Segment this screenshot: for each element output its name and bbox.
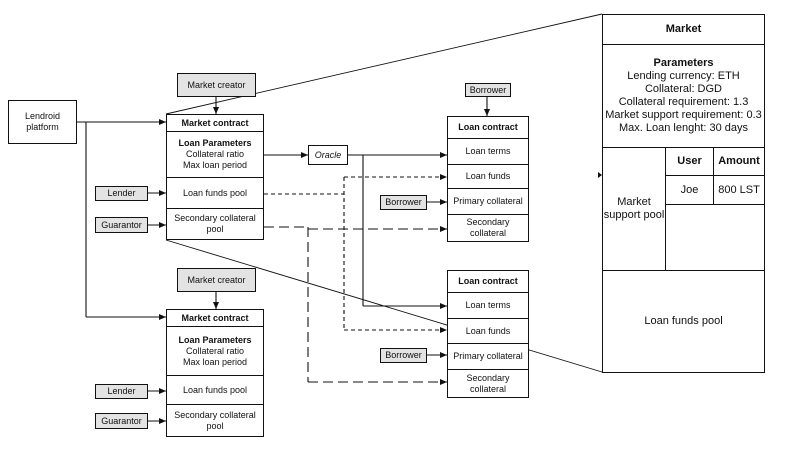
lender-node: Lender bbox=[95, 186, 148, 201]
max-loan-period-label-2: Max loan period bbox=[182, 356, 248, 367]
secondary-collateral-pool-label-2: Secondary collateral pool bbox=[174, 409, 256, 431]
primary-collateral-label-2: Primary collateral bbox=[453, 351, 523, 361]
max-loan-period-label: Max loan period bbox=[182, 160, 248, 170]
market-creator-label-2: Market creator bbox=[187, 274, 246, 285]
oracle-label: Oracle bbox=[314, 149, 342, 160]
loan-funds-pool-label-2: Loan funds pool bbox=[182, 384, 248, 395]
param-max-loan-length: Max. Loan lenght: 30 days bbox=[618, 122, 749, 134]
market-parameters-section: Parameters Lending currency: ETH Collate… bbox=[602, 44, 765, 148]
market-contract-params-2: Loan Parameters Collateral ratio Max loa… bbox=[166, 326, 264, 376]
guarantor-node: Guarantor bbox=[95, 217, 148, 233]
market-contract-title-label-2: Market contract bbox=[181, 312, 249, 323]
collateral-ratio-label: Collateral ratio bbox=[185, 149, 244, 159]
collateral-ratio-label-2: Collateral ratio bbox=[185, 345, 244, 356]
table-row-amount: 800 LST bbox=[718, 183, 760, 196]
lender-node-2: Lender bbox=[95, 384, 148, 399]
secondary-collateral-label: Secondary collateral bbox=[466, 217, 510, 238]
user-column-header: User bbox=[677, 155, 702, 167]
market-contract-title: Market contract bbox=[166, 114, 264, 132]
secondary-collateral-cell-2: Secondary collateral bbox=[447, 369, 529, 398]
market-support-pool-label-cell: Market support pool bbox=[603, 148, 665, 270]
borrower-label-2: Borrower bbox=[385, 197, 422, 207]
lender-label: Lender bbox=[107, 188, 136, 198]
parameters-heading: Parameters bbox=[653, 57, 714, 69]
lender-label-2: Lender bbox=[107, 386, 136, 396]
borrower-node: Borrower bbox=[465, 83, 511, 97]
market-panel-title-label: Market bbox=[665, 23, 702, 35]
market-contract-params: Loan Parameters Collateral ratio Max loa… bbox=[166, 131, 264, 178]
market-contract-funds-pool: Loan funds pool bbox=[166, 177, 264, 209]
param-lending-currency: Lending currency: ETH bbox=[627, 70, 740, 82]
guarantor-label-2: Guarantor bbox=[101, 415, 142, 426]
loan-terms-cell-2: Loan terms bbox=[447, 292, 529, 319]
loan-parameters-heading: Loan Parameters bbox=[178, 138, 252, 148]
lendroid-platform-label: Lendroid platform bbox=[24, 111, 61, 132]
loan-parameters-heading-2: Loan Parameters bbox=[178, 334, 252, 345]
primary-collateral-cell-2: Primary collateral bbox=[447, 343, 529, 370]
loan-terms-label: Loan terms bbox=[465, 146, 511, 156]
lendroid-platform-node: Lendroid platform bbox=[8, 100, 77, 144]
market-creator-node-2: Market creator bbox=[177, 268, 256, 292]
secondary-collateral-label-2: Secondary collateral bbox=[466, 372, 510, 394]
market-contract-secondary-pool-2: Secondary collateral pool bbox=[166, 404, 264, 437]
market-support-pool-label: Market support pool bbox=[603, 196, 665, 221]
secondary-collateral-pool-label: Secondary collateral pool bbox=[174, 213, 256, 234]
market-creator-node: Market creator bbox=[177, 73, 256, 97]
market-contract-title-label: Market contract bbox=[181, 117, 249, 128]
market-panel-title: Market bbox=[602, 14, 765, 45]
loan-contract-title-2: Loan contract bbox=[447, 270, 529, 293]
support-table-header-amount: Amount bbox=[713, 147, 765, 176]
guarantor-label: Guarantor bbox=[101, 219, 142, 230]
primary-collateral-label: Primary collateral bbox=[453, 196, 523, 206]
borrower-node-3: Borrower bbox=[380, 348, 427, 363]
market-contract-funds-pool-2: Loan funds pool bbox=[166, 375, 264, 405]
market-contract-secondary-pool: Secondary collateral pool bbox=[166, 208, 264, 240]
support-table-cell-user: Joe bbox=[665, 175, 714, 205]
amount-column-header: Amount bbox=[718, 155, 760, 167]
param-collateral-requirement: Collateral requirement: 1.3 bbox=[618, 96, 749, 108]
param-market-support-requirement: Market support requirement: 0.3 bbox=[605, 109, 762, 121]
guarantor-node-2: Guarantor bbox=[95, 413, 148, 429]
support-table-cell-amount: 800 LST bbox=[713, 175, 765, 205]
market-creator-label: Market creator bbox=[187, 79, 246, 90]
market-contract-title-2: Market contract bbox=[166, 309, 264, 327]
loan-funds-label: Loan funds bbox=[465, 171, 511, 181]
market-funds-pool-label: Loan funds pool bbox=[644, 315, 723, 327]
param-collateral: Collateral: DGD bbox=[644, 83, 723, 95]
oracle-node: Oracle bbox=[308, 145, 348, 165]
loan-contract-title-label-2: Loan contract bbox=[458, 276, 518, 286]
primary-collateral-cell: Primary collateral bbox=[447, 188, 529, 215]
secondary-collateral-cell: Secondary collateral bbox=[447, 214, 529, 242]
loan-contract-title: Loan contract bbox=[447, 116, 529, 139]
loan-funds-label-2: Loan funds bbox=[465, 325, 511, 336]
support-table-header-user: User bbox=[665, 147, 714, 176]
loan-terms-label-2: Loan terms bbox=[465, 300, 511, 310]
borrower-label: Borrower bbox=[469, 84, 507, 95]
loan-funds-cell: Loan funds bbox=[447, 164, 529, 189]
borrower-label-3: Borrower bbox=[385, 350, 422, 360]
loan-funds-pool-label: Loan funds pool bbox=[182, 187, 248, 198]
table-row-user: Joe bbox=[680, 183, 699, 196]
market-funds-pool-section: Loan funds pool bbox=[602, 270, 765, 373]
loan-terms-cell: Loan terms bbox=[447, 138, 529, 165]
borrower-node-2: Borrower bbox=[380, 195, 427, 210]
loan-contract-title-label: Loan contract bbox=[458, 122, 518, 132]
loan-funds-cell-2: Loan funds bbox=[447, 318, 529, 344]
